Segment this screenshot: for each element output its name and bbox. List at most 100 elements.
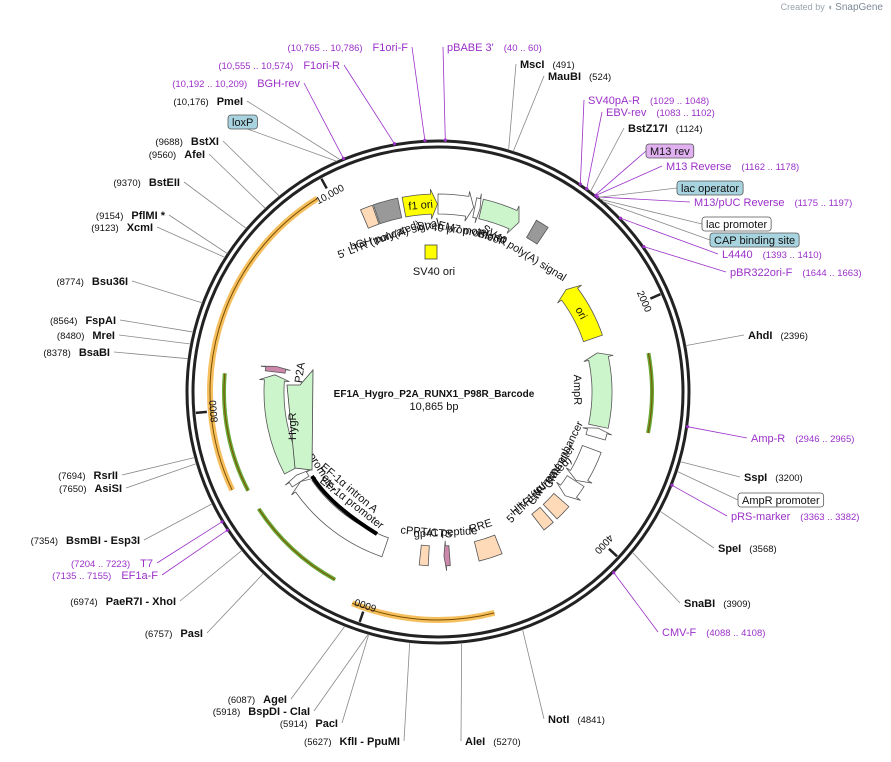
primer-ebv-rev[interactable]: EBV-rev(1083 .. 1102)	[606, 107, 715, 119]
leader-ef1a-f	[161, 529, 228, 576]
feature-box-lac-promoter[interactable]: lac promoter	[701, 216, 772, 232]
leader-box-m13-rev	[594, 150, 647, 196]
primer-mark-amp-r	[686, 425, 690, 429]
site-bsabi[interactable]: BsaBI(8378)	[43, 347, 110, 359]
feature-hiv-1[interactable]	[531, 506, 554, 531]
site-position: (8564)	[50, 316, 77, 327]
site-position: (6087)	[228, 695, 255, 706]
site-name: PaeR7I - XhoI	[106, 596, 176, 608]
site-msci[interactable]: MscI(491)	[520, 59, 575, 71]
site-position: (5918)	[213, 707, 240, 718]
primer-ef1a-f[interactable]: EF1a-F(7135 .. 7155)	[52, 570, 158, 582]
feature-bleor[interactable]	[478, 198, 520, 234]
site-name: AfeI	[184, 149, 205, 161]
site-noti[interactable]: NotI(4841)	[548, 714, 605, 726]
primer-cmv-f[interactable]: CMV-F(4088 .. 4108)	[662, 627, 765, 639]
primer-sv40pa-r[interactable]: SV40pA-R(1029 .. 1048)	[588, 95, 709, 107]
site-bsmbi-esp3i[interactable]: BsmBI - Esp3I(7354)	[31, 535, 140, 547]
site-name: AsiSI	[94, 483, 122, 495]
primer-t7[interactable]: T7(7204 .. 7223)	[71, 558, 153, 570]
primer-mark-t7	[220, 520, 224, 524]
feature-box-loxp[interactable]: loxP	[227, 114, 258, 130]
site-spei[interactable]: SpeI(3568)	[718, 543, 777, 555]
primer-f1ori-f[interactable]: F1ori-F(10,765 .. 10,786)	[288, 42, 409, 54]
primer-position: (4088 .. 4108)	[706, 628, 765, 639]
site-bsu36i[interactable]: Bsu36I(8774)	[56, 276, 128, 288]
site-pasi[interactable]: PasI(6757)	[145, 628, 203, 640]
primer-name: BGH-rev	[257, 78, 300, 90]
feature-5-ltr-truncated[interactable]	[542, 492, 570, 520]
primer-mark-ef1a-f	[225, 528, 229, 532]
feature-box-label: lac promoter	[706, 219, 767, 231]
site-xcmi[interactable]: XcmI(9123)	[91, 222, 153, 234]
feature-t7-promoter[interactable]	[284, 469, 311, 488]
feature-cmv-enhancer[interactable]	[565, 445, 602, 484]
site-afei[interactable]: AfeI(9560)	[149, 149, 205, 161]
site-bsteii[interactable]: BstEII(9370)	[113, 177, 180, 189]
feature-rre[interactable]	[473, 534, 503, 562]
site-position: (6974)	[70, 597, 97, 608]
site-sspi[interactable]: SspI(3200)	[744, 472, 803, 484]
hygr-inner-arrow[interactable]	[286, 368, 314, 471]
primer-prs-marker[interactable]: pRS-marker(3363 .. 3382)	[731, 511, 859, 523]
feature-p2a[interactable]	[260, 365, 291, 374]
site-fspai[interactable]: FspAI(8564)	[50, 315, 116, 327]
site-snabi[interactable]: SnaBI(3909)	[684, 598, 751, 610]
primer-name: M13/pUC Reverse	[694, 197, 784, 209]
primer-mark-bgh-rev	[341, 156, 346, 161]
orf-line	[209, 198, 318, 491]
orf-line	[223, 373, 249, 491]
site-rsrii[interactable]: RsrII(7694)	[58, 470, 118, 482]
orf-line	[647, 352, 653, 434]
feature-f1-ori[interactable]	[401, 188, 438, 220]
plasmid-length: 10,865 bp	[410, 401, 459, 413]
feature-em7-promoter[interactable]	[472, 193, 482, 224]
site-asisi[interactable]: AsiSI(7650)	[59, 483, 122, 495]
feature-box-m13-rev[interactable]: M13 rev	[645, 143, 695, 159]
site-mrei[interactable]: MreI(8480)	[57, 330, 115, 342]
feature-cppt-cts[interactable]	[418, 544, 430, 567]
feature-sv40-promoter[interactable]	[437, 191, 475, 222]
feature-5-ltr-truncated[interactable]	[360, 204, 380, 229]
ef1a-intron-line[interactable]	[310, 474, 379, 536]
feature-label-cppt-cts: cPPT/CTS	[400, 524, 453, 540]
primer-m13-reverse[interactable]: M13 Reverse(1162 .. 1178)	[666, 161, 799, 173]
primer-name: F1ori-R	[303, 60, 340, 72]
primer-m13-puc-reverse[interactable]: M13/pUC Reverse (1175 .. 1197)	[694, 197, 852, 209]
primer-l4440[interactable]: L4440(1393 .. 1410)	[722, 249, 822, 261]
primer-name: pBR322ori-F	[730, 267, 793, 279]
primer-position: (1175 .. 1197)	[794, 198, 852, 209]
primer-mark-cmv-f	[612, 571, 616, 575]
feature-ori[interactable]	[557, 284, 603, 343]
primer-position: (7135 .. 7155)	[52, 571, 111, 582]
site-alei[interactable]: AleI(5270)	[465, 736, 521, 748]
primer-amp-r[interactable]: Amp-R(2946 .. 2965)	[751, 433, 854, 445]
feature-cmv-promoter[interactable]	[556, 475, 585, 501]
site-ahdi[interactable]: AhdI(2396)	[748, 330, 808, 342]
primer-pbr322ori-f[interactable]: pBR322ori-F(1644 .. 1663)	[730, 267, 862, 279]
site-paer7i-xhoi[interactable]: PaeR7I - XhoI (6974)	[70, 596, 176, 608]
site-bstxi[interactable]: BstXI(9688)	[155, 136, 219, 148]
primer-pbabe-3[interactable]: pBABE 3'(40 .. 60)	[447, 42, 542, 54]
site-bspdi-clai[interactable]: BspDI - ClaI(5918)	[213, 706, 310, 718]
feature-label-p2a: P2A	[293, 361, 308, 384]
site-kfli-ppumi[interactable]: KflI - PpuMI(5627)	[304, 736, 400, 748]
feature-ampr-promoter[interactable]	[582, 427, 612, 441]
site-position: (491)	[552, 60, 574, 71]
feature-box-lac-operator[interactable]: lac operator	[676, 180, 744, 196]
feature-box-cap-binding-site[interactable]: CAP binding site	[709, 232, 800, 248]
site-pmei[interactable]: PmeI(10,176)	[173, 96, 243, 108]
site-bstz17i[interactable]: BstZ17I(1124)	[628, 123, 703, 135]
site-agei[interactable]: AgeI(6087)	[228, 694, 287, 706]
primer-bgh-rev[interactable]: BGH-rev(10,192 .. 10,209)	[172, 78, 300, 90]
site-pflmi[interactable]: PflMI *(9154)	[96, 210, 166, 222]
sv40-ori-box[interactable]	[424, 244, 438, 260]
feature-sv40-poly-a-signal[interactable]	[525, 219, 549, 245]
site-paci[interactable]: PacI(5914)	[280, 718, 338, 730]
feature-gp41-peptide[interactable]	[443, 540, 451, 571]
primer-f1ori-r[interactable]: F1ori-R(10,555 .. 10,574)	[218, 60, 340, 72]
site-maubi[interactable]: MauBI(524)	[548, 71, 611, 83]
feature-box-ampr-promoter[interactable]: AmpR promoter	[737, 492, 825, 508]
feature-bgh-poly-a-signal[interactable]	[372, 197, 403, 225]
feature-ampr[interactable]	[583, 352, 614, 429]
